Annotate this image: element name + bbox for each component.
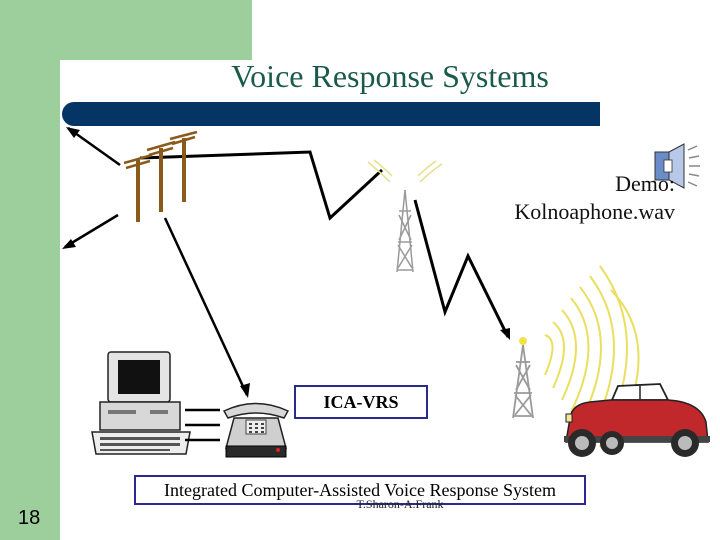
arrow-down-left bbox=[64, 213, 119, 249]
left-decorative-band bbox=[0, 0, 60, 540]
demo-label-line1: Demo: bbox=[615, 171, 675, 196]
radio-tower-icon bbox=[367, 159, 443, 273]
car-icon bbox=[564, 383, 710, 457]
slide-title: Voice Response Systems bbox=[231, 58, 549, 94]
system-description-box: Integrated Computer-Assisted Voice Respo… bbox=[134, 475, 586, 505]
zigzag-to-tower bbox=[139, 150, 384, 221]
zigzag-to-cell bbox=[413, 199, 510, 338]
telephone-icon bbox=[222, 402, 290, 458]
title-underline-bar bbox=[62, 102, 600, 126]
connection-arrows bbox=[62, 126, 510, 398]
top-decorative-band bbox=[0, 0, 252, 60]
footer-credit: T.Sharon-A.Frank bbox=[356, 497, 444, 511]
computer-phone-links bbox=[185, 408, 220, 442]
demo-label-line2: Kolnoaphone.wav bbox=[514, 199, 675, 224]
computer-icon bbox=[91, 351, 191, 455]
utility-poles-icon bbox=[123, 130, 198, 222]
speaker-icon bbox=[654, 143, 700, 189]
arrow-to-phone bbox=[163, 217, 249, 396]
demo-audio-label[interactable]: Demo: Kolnoaphone.wav bbox=[490, 170, 675, 226]
ica-vrs-box: ICA-VRS bbox=[294, 385, 428, 419]
slide-number: 18 bbox=[18, 507, 41, 529]
